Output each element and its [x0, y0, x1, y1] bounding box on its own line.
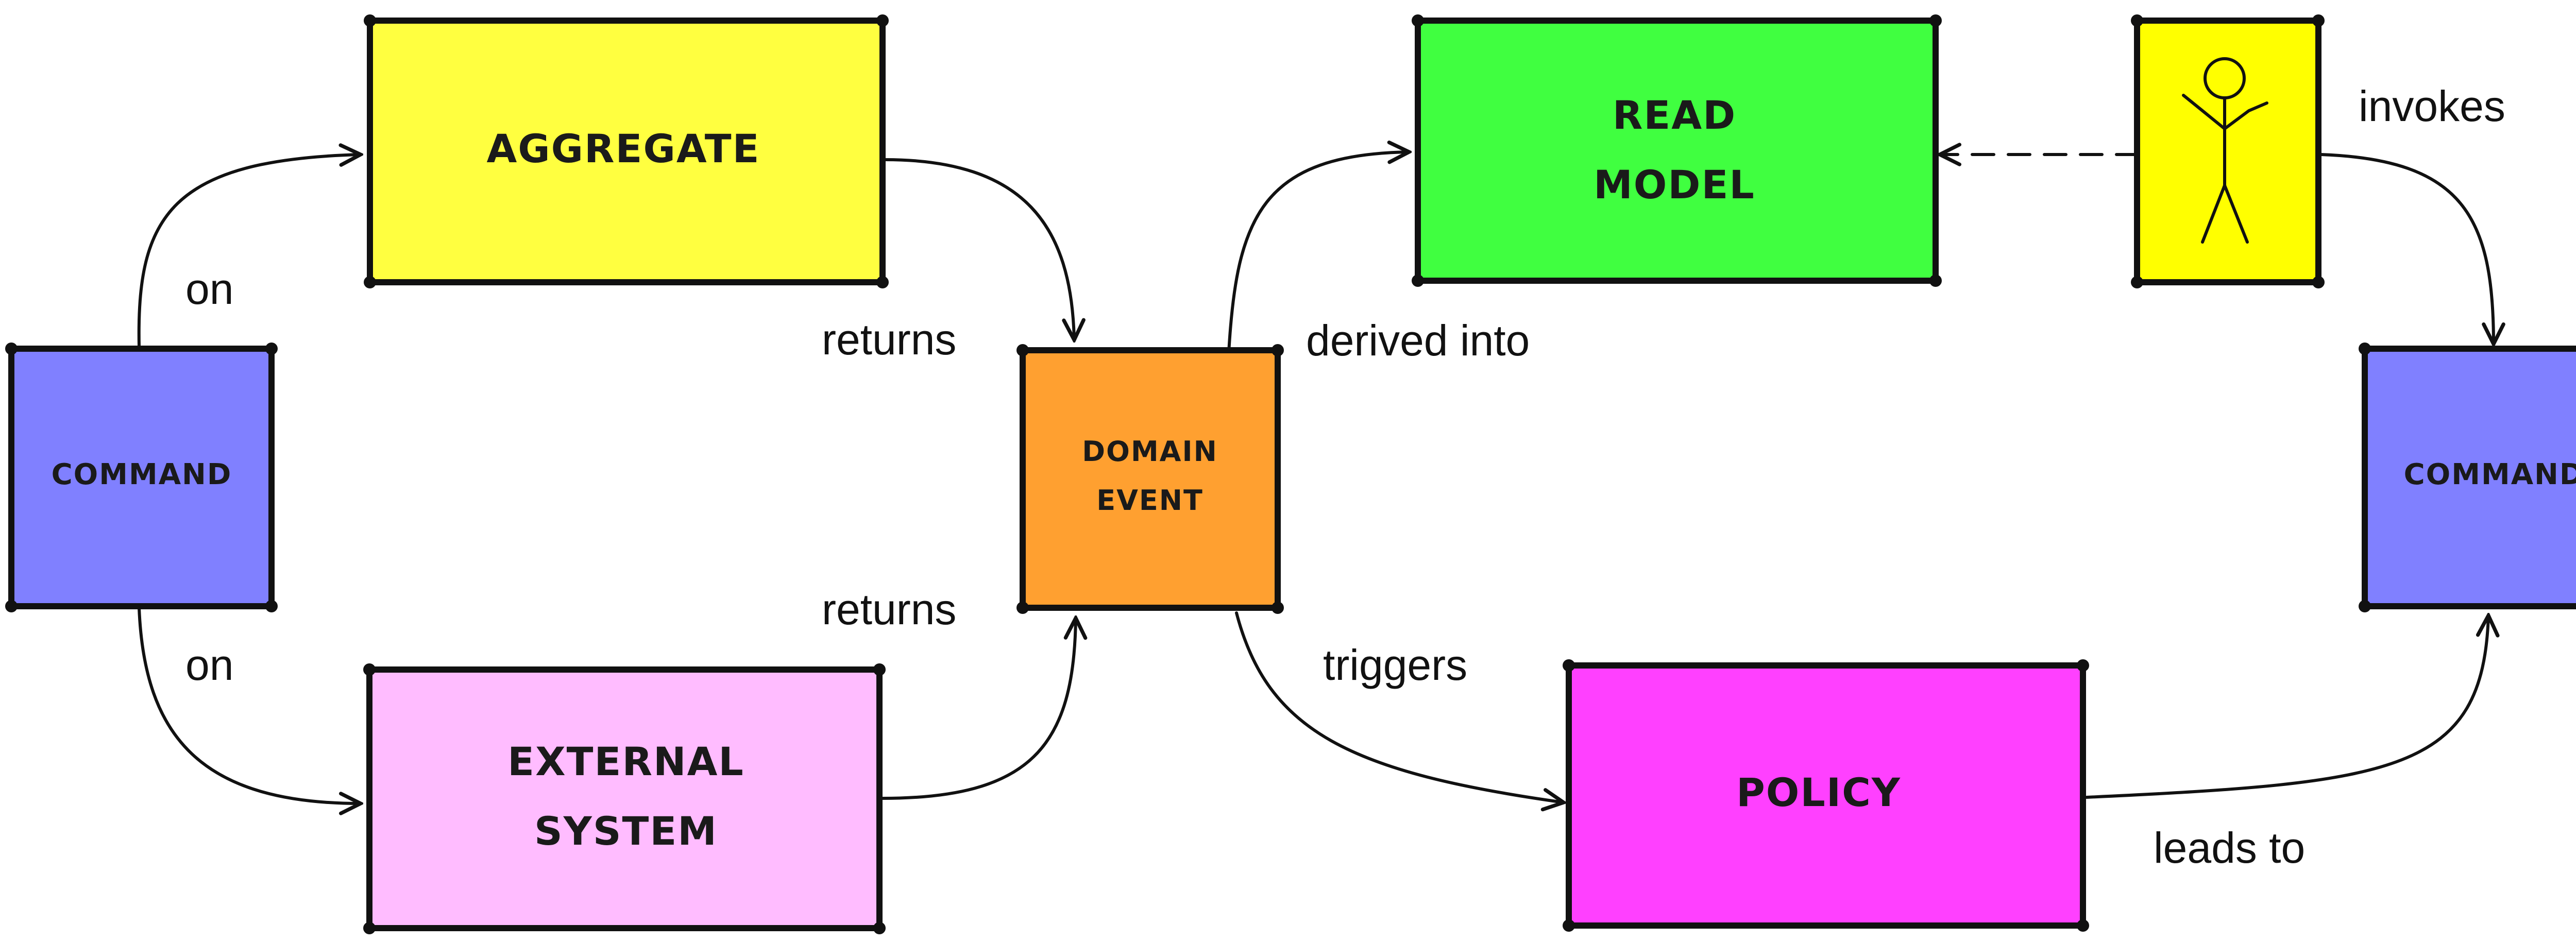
label-on-bottom: on [185, 641, 233, 689]
edge-domain-event-to-read-model [1227, 152, 1409, 354]
label-returns-bottom: returns [822, 585, 956, 634]
read-model-label-line2: MODEL [1594, 162, 1755, 208]
edge-command-to-external-system [138, 606, 361, 803]
edge-labels: on on returns returns derived into trigg… [185, 82, 2505, 872]
command-right-node: COMMAND [2359, 343, 2576, 612]
domain-event-label-line1: DOMAIN [1082, 435, 1218, 468]
aggregate-label: AGGREGATE [486, 126, 760, 172]
label-derived-into: derived into [1306, 316, 1530, 365]
actor-node [2131, 14, 2325, 288]
policy-label: POLICY [1736, 769, 1901, 815]
aggregate-box [367, 18, 886, 285]
domain-event-box [1020, 347, 1281, 611]
read-model-label-line1: READ [1613, 92, 1736, 138]
stick-figure-icon [2182, 57, 2268, 244]
aggregate-node: AGGREGATE [364, 14, 889, 288]
policy-node: POLICY [1563, 659, 2089, 932]
command-left-node: COMMAND [5, 343, 278, 612]
edge-domain-event-to-policy [1235, 611, 1564, 802]
external-system-label-line1: EXTERNAL [507, 739, 744, 784]
external-system-node: EXTERNAL SYSTEM [363, 663, 886, 934]
read-model-node: READ MODEL [1412, 14, 1942, 287]
edge-policy-to-command [2085, 615, 2488, 799]
external-system-box [366, 666, 883, 931]
actor-box [2134, 18, 2321, 285]
command-left-label: COMMAND [52, 458, 232, 491]
domain-event-label-line2: EVENT [1096, 484, 1204, 517]
label-leads-to: leads to [2154, 824, 2305, 872]
edge-aggregate-to-domain-event [884, 158, 1074, 340]
edges [137, 152, 2494, 803]
external-system-label-line2: SYSTEM [534, 808, 718, 854]
domain-event-node: DOMAIN EVENT [1016, 344, 1284, 614]
edge-command-to-aggregate [137, 155, 361, 348]
command-left-box [8, 346, 275, 609]
edge-external-system-to-domain-event [880, 618, 1076, 800]
edge-actor-to-command [2319, 153, 2494, 344]
label-invokes: invokes [2359, 82, 2505, 130]
read-model-box [1415, 18, 1939, 284]
label-returns-top: returns [822, 315, 956, 364]
label-triggers: triggers [1323, 641, 1467, 689]
command-right-box [2362, 346, 2576, 609]
label-on-top: on [185, 265, 233, 313]
policy-box [1566, 662, 2086, 929]
command-right-label: COMMAND [2404, 458, 2576, 491]
